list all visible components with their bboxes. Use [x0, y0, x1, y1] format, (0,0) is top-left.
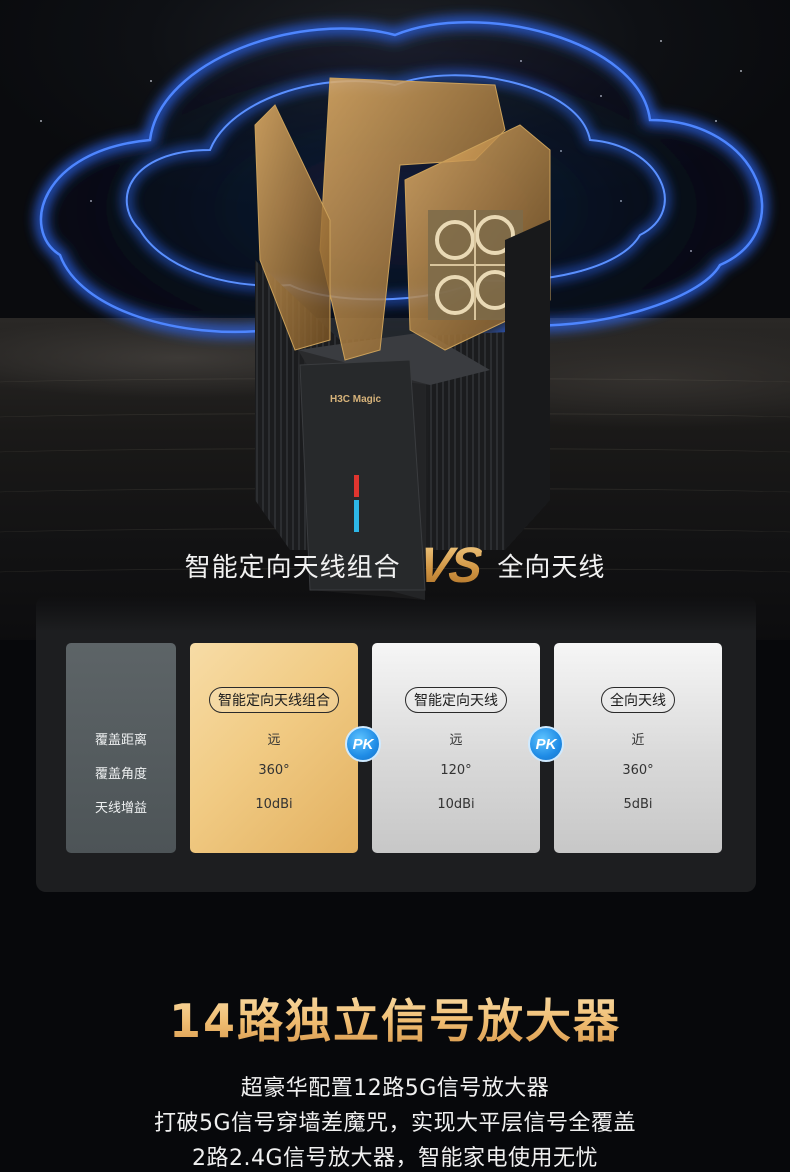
star	[715, 120, 717, 122]
pk-badge-icon: PK	[528, 726, 564, 762]
value-angle: 120°	[440, 763, 472, 778]
compare-card-directional: 智能定向天线 远 120° 10dBi	[372, 643, 540, 853]
value-angle: 360°	[622, 763, 654, 778]
compare-card-combo: 智能定向天线组合 远 360° 10dBi	[190, 643, 358, 853]
value-distance: 远	[267, 733, 281, 748]
router-logo: H3C Magic	[330, 394, 382, 405]
section-line-2: 打破5G信号穿墙差魔咒，实现大平层信号全覆盖	[153, 1111, 637, 1136]
value-gain: 5dBi	[623, 797, 653, 812]
router-illustration: H3C Magic	[254, 77, 551, 600]
value-angle: 360°	[258, 763, 290, 778]
star	[740, 70, 742, 72]
row-label-column: 覆盖距离 覆盖角度 天线增益	[66, 643, 176, 853]
compare-card-omni: 全向天线 近 360° 5dBi	[554, 643, 722, 853]
headline-left: 智能定向天线组合	[184, 552, 401, 583]
comparison-headline: 智能定向天线组合 VS 全向天线	[0, 537, 790, 593]
row-label-distance: 覆盖距离	[94, 733, 147, 748]
value-distance: 近	[631, 733, 645, 748]
row-label-gain: 天线增益	[94, 801, 147, 816]
hero-banner: H3C Magic 智能定向天线组合 VS 全向天线	[0, 0, 790, 640]
value-gain: 10dBi	[255, 797, 293, 812]
value-gain: 10dBi	[437, 797, 475, 812]
star	[150, 80, 152, 82]
card-title: 智能定向天线	[405, 687, 507, 713]
card-title: 全向天线	[601, 687, 675, 713]
value-distance: 远	[449, 733, 463, 748]
star	[40, 120, 42, 122]
star	[660, 40, 662, 42]
headline-right: 全向天线	[497, 552, 606, 583]
vs-badge: VS	[414, 537, 484, 593]
pk-badge-icon: PK	[345, 726, 381, 762]
row-label-angle: 覆盖角度	[94, 767, 147, 782]
section-title: 14路独立信号放大器	[0, 985, 790, 1051]
section-line-3: 2路2.4G信号放大器，智能家电使用无忧	[191, 1146, 599, 1171]
section-line-1: 超豪华配置12路5G信号放大器	[240, 1076, 550, 1101]
card-title: 智能定向天线组合	[209, 687, 339, 713]
